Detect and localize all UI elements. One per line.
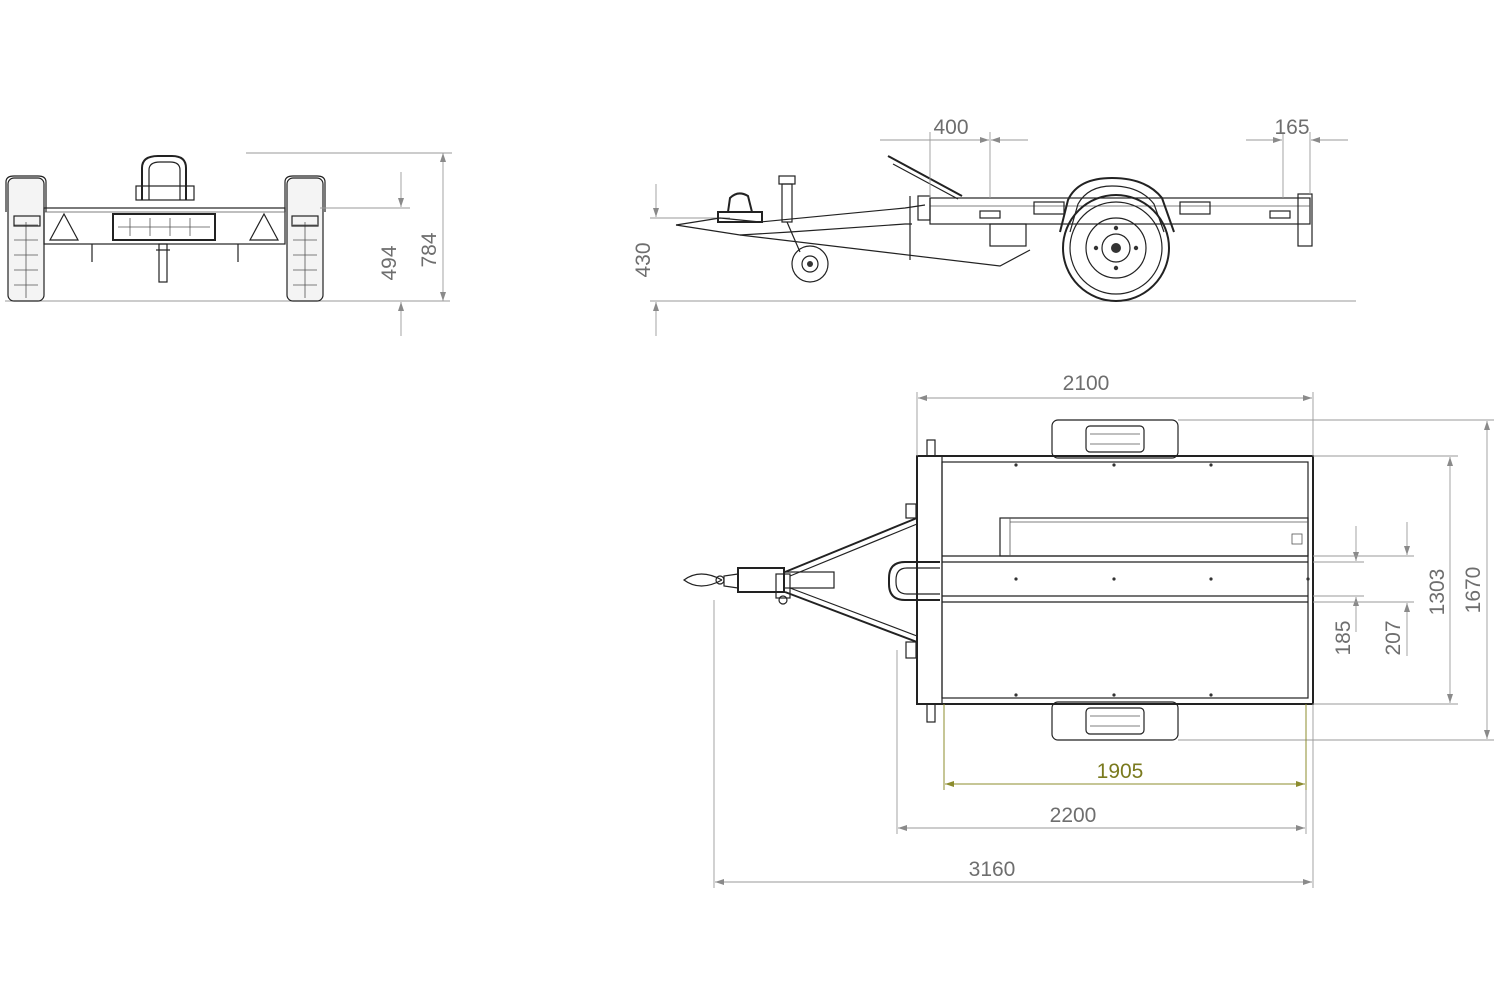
dim-total-length: 3160 <box>969 858 1016 881</box>
dim-inner-spacing-a: 185 <box>1332 620 1355 655</box>
top-view: 2100 1670 1303 185 207 1905 2200 3160 <box>682 372 1494 888</box>
side-view: 430 400 165 <box>632 116 1356 336</box>
dim-coupling-height: 430 <box>632 242 655 277</box>
dim-bed-width: 1303 <box>1426 569 1449 616</box>
dim-total-height: 784 <box>418 232 441 267</box>
dim-axle-width: 2100 <box>1063 372 1110 395</box>
dim-bed-height: 494 <box>378 245 401 280</box>
dim-front-offset: 400 <box>933 116 968 139</box>
dim-bed-length-inner: 1905 <box>1097 760 1144 783</box>
dim-total-width: 1670 <box>1462 567 1485 614</box>
dim-bed-length: 2200 <box>1050 804 1097 827</box>
dim-rear-offset: 165 <box>1274 116 1309 139</box>
front-view: 494 784 <box>5 152 452 336</box>
dim-inner-spacing-b: 207 <box>1382 620 1405 655</box>
